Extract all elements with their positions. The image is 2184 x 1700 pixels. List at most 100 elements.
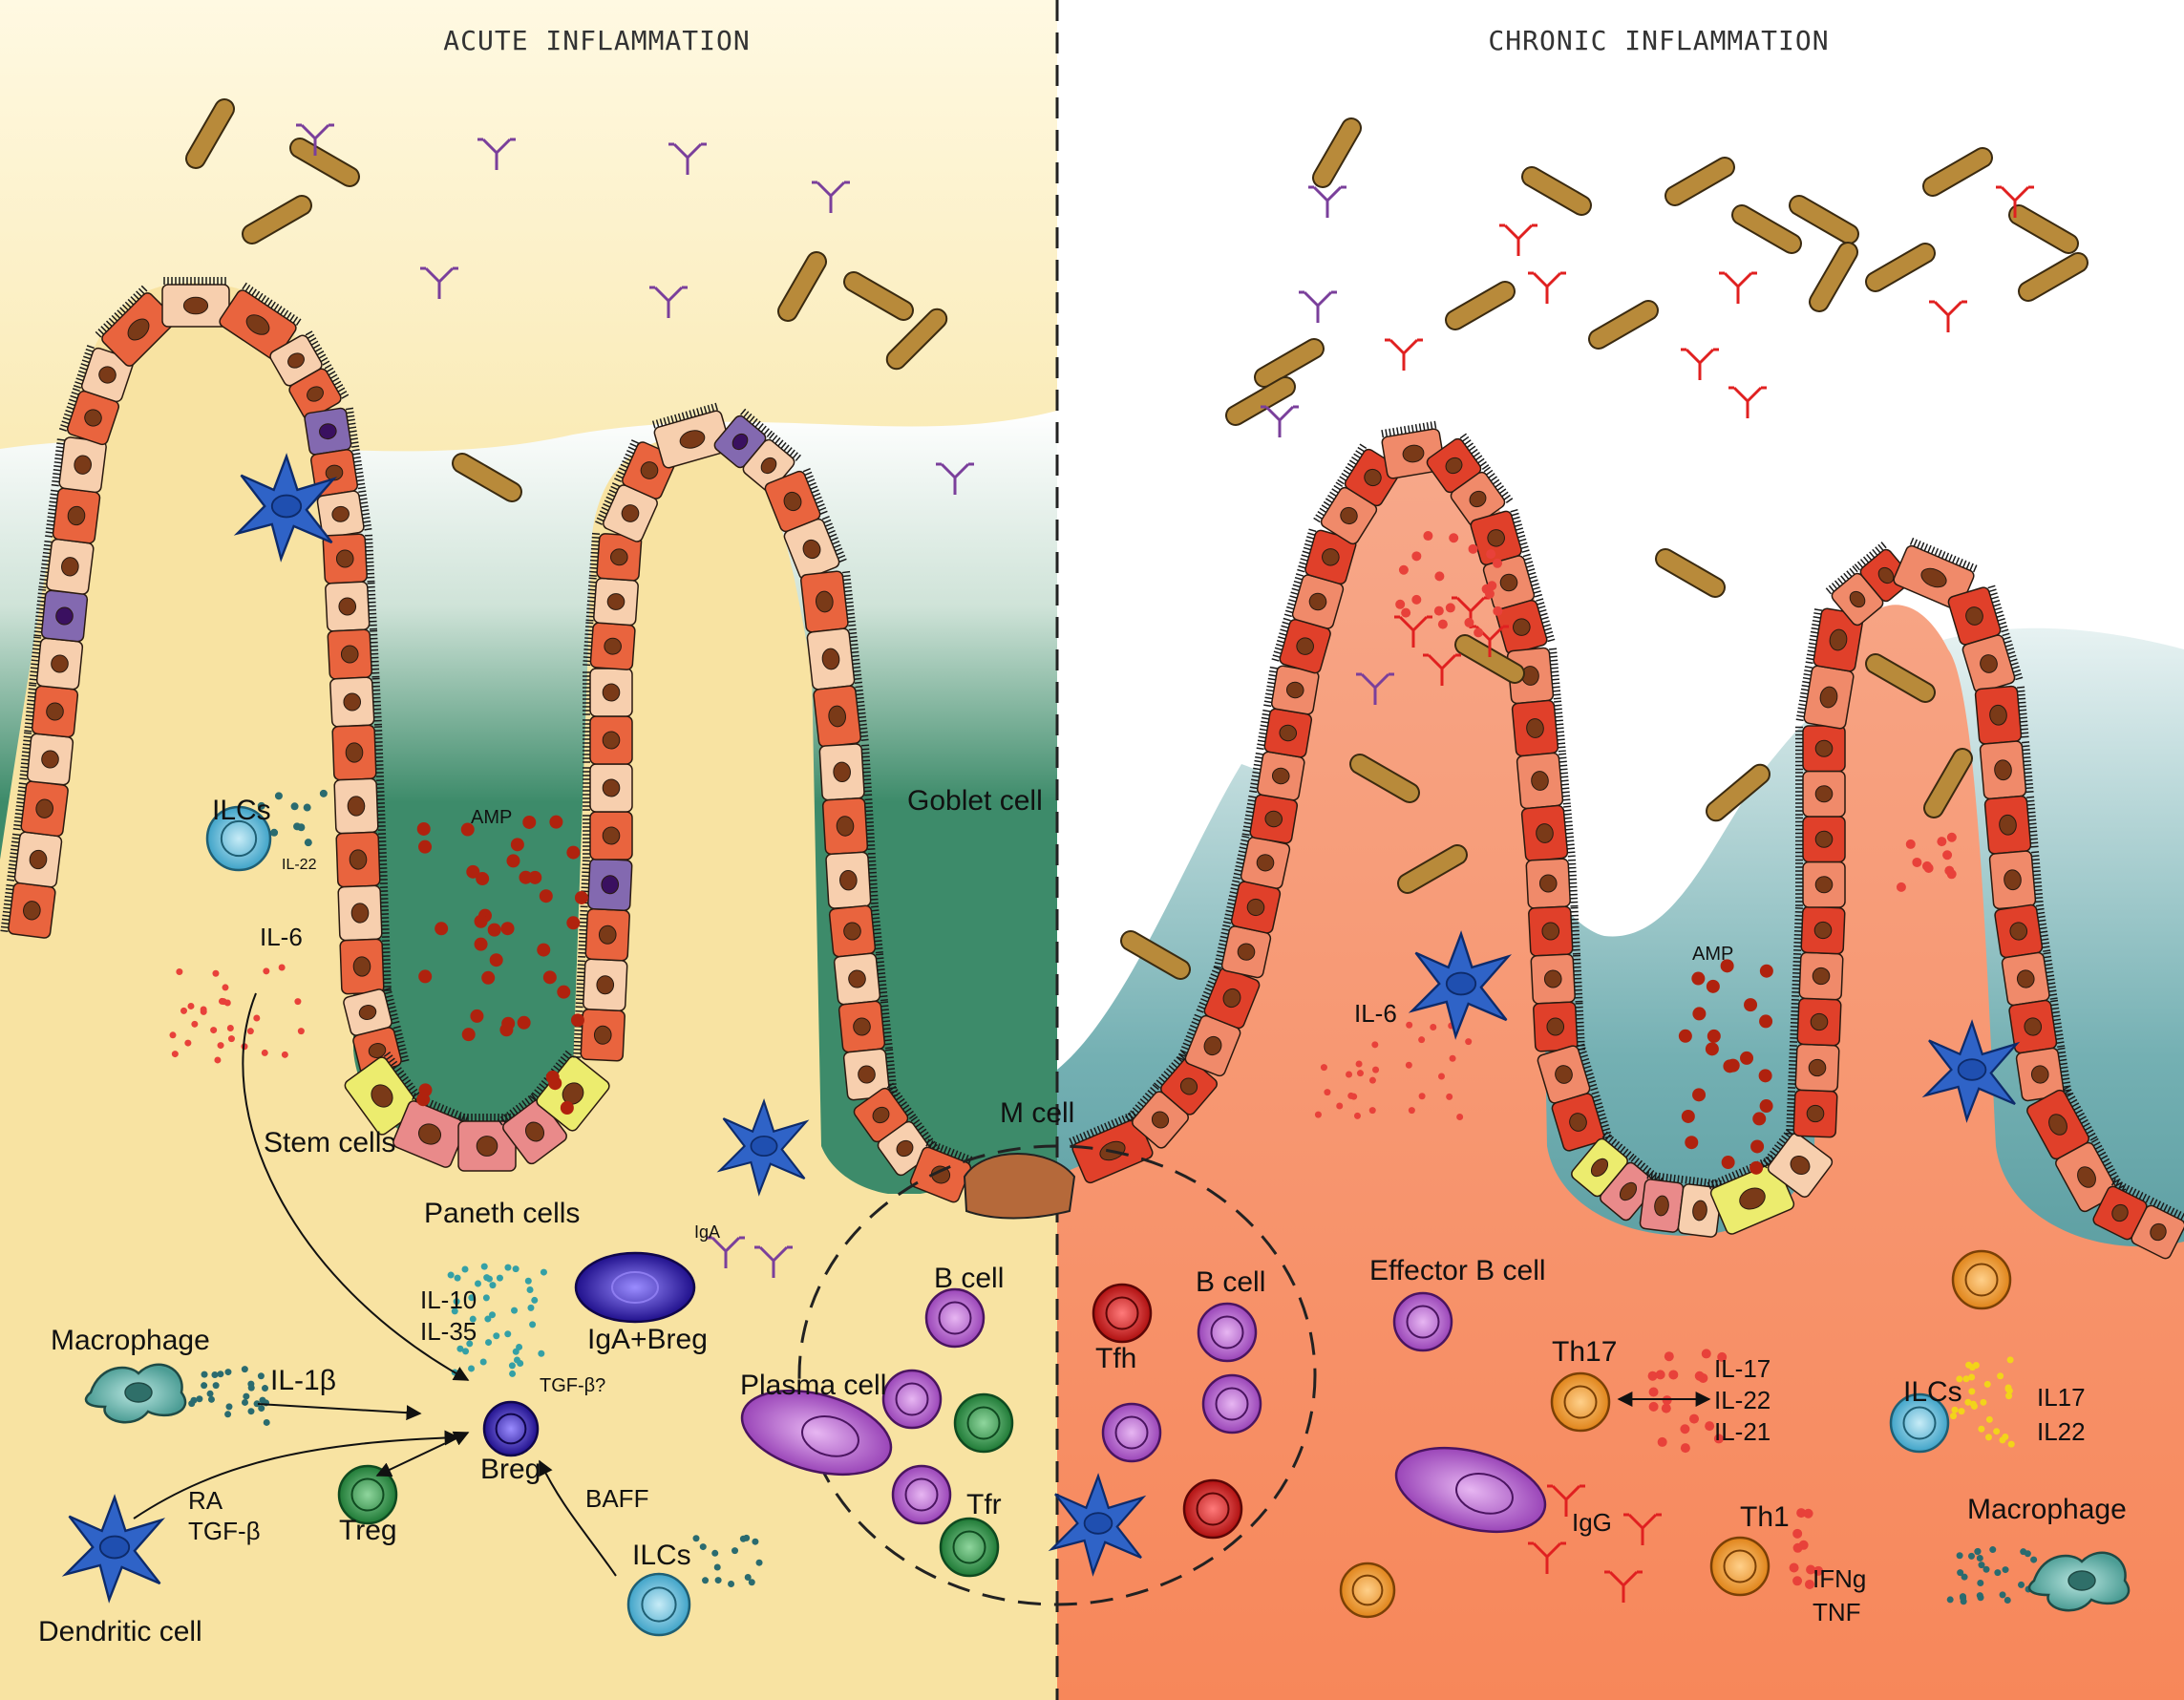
amp-granule [461, 1028, 476, 1042]
epithelial-cell [1979, 740, 2034, 800]
epithelial-cell [337, 884, 390, 942]
ilc-dot [699, 1543, 707, 1551]
arrow-il6-to-breg [242, 992, 470, 1381]
th17-cytokine-dot [1717, 1351, 1728, 1362]
label-ilcs-top-left: ILCs [212, 795, 271, 826]
epithelial-cell [813, 685, 869, 748]
amp-granule-chronic [1678, 1029, 1692, 1043]
antibody [296, 123, 334, 156]
epithelial-cell [825, 851, 879, 909]
amp-granule-chronic [1721, 1156, 1735, 1170]
chronic-lamina-region [1057, 447, 2184, 1700]
epithelial-cell [1795, 665, 1855, 730]
il6-dot-chronic [1324, 1089, 1331, 1096]
dendritic-cell [1921, 1019, 2021, 1123]
amp-granule [418, 969, 433, 984]
epithelial-cell [2092, 1178, 2151, 1241]
ilc-cytokine-dot [2007, 1440, 2015, 1448]
il10-dot [531, 1296, 539, 1304]
amp-granule [489, 953, 503, 967]
label-macrophage-right: Macrophage [1967, 1494, 2127, 1525]
epithelial-cell [343, 987, 400, 1036]
il6-dot-chronic [1418, 1036, 1426, 1044]
il6-dot [297, 1028, 305, 1035]
macrophage-dot [1989, 1546, 1997, 1554]
acute-lamina-region [0, 283, 1057, 1700]
il22-dot [303, 803, 311, 812]
label-iga: IgA [694, 1222, 720, 1242]
epithelial-cell [575, 958, 628, 1012]
il1b-dot [262, 1385, 269, 1392]
ilc-cytokine-dot [1983, 1380, 1991, 1388]
th1-cytokine-dot [1789, 1562, 1799, 1573]
il6-dot-chronic [1368, 1107, 1376, 1115]
il1b-dot [207, 1395, 215, 1403]
il-dot-chronic [1445, 603, 1455, 613]
lymphoid-follicle-outline [797, 1144, 1317, 1606]
chronic-panel-title: CHRONIC INFLAMMATION [1488, 25, 1829, 56]
epithelial-cell [2015, 1047, 2072, 1102]
plasma-cell [740, 1389, 893, 1477]
th17-cytokine-dot [1713, 1434, 1724, 1444]
amp-granule-chronic [1759, 1099, 1773, 1114]
bacterium [1789, 195, 1859, 244]
il6-dot-chronic [1336, 1102, 1344, 1110]
bacterium [1445, 281, 1516, 330]
label-il22-left: IL-22 [282, 857, 317, 873]
il10-dot [489, 1282, 497, 1289]
il10-dot [511, 1307, 519, 1314]
il10-dot [479, 1358, 487, 1366]
il-dot-chronic [1395, 599, 1406, 609]
epithelial-cell [806, 627, 862, 691]
interaction-arrows [133, 992, 1711, 1577]
bacterium [1923, 748, 1973, 818]
immune-cells-layer [61, 453, 2131, 1637]
epithelial-cell [583, 763, 633, 813]
dendritic-cell [1048, 1473, 1147, 1577]
il6-dot-chronic [1314, 1111, 1322, 1118]
il1b-dot [206, 1390, 214, 1397]
amp-granule [435, 922, 449, 936]
il1b-dot [212, 1382, 220, 1390]
il1b-dot [243, 1392, 250, 1400]
ilc-cytokine-dot [1980, 1398, 1987, 1406]
label-stem-cells: Stem cells [264, 1127, 395, 1158]
epithelial-cell [322, 533, 375, 584]
label-ra: RA [188, 1486, 223, 1515]
ilc-dot [692, 1535, 700, 1542]
macrophage-dot [2018, 1581, 2025, 1588]
th17-cytokine-dot [1668, 1370, 1679, 1380]
il22-dot [270, 828, 279, 837]
il-dot-chronic [1433, 606, 1444, 616]
epithelial-cell [1232, 835, 1291, 889]
label-tfh: Tfh [1095, 1343, 1136, 1374]
il-dot-chronic [1944, 865, 1955, 876]
th1-cytokine-dot [1792, 1528, 1803, 1539]
dendritic-cell [716, 1098, 810, 1197]
il6-dot-chronic [1446, 1093, 1453, 1100]
amp-granule-chronic [1720, 959, 1734, 973]
effector-b-cell [1392, 1291, 1453, 1352]
label-macrophage-left: Macrophage [51, 1325, 210, 1356]
amp-granule [519, 870, 533, 884]
il6-dot [184, 1039, 192, 1047]
bacteria-layer [185, 98, 2089, 980]
igabreg-cell [574, 1251, 696, 1324]
il10-dot [462, 1348, 470, 1355]
antibody [1308, 185, 1346, 218]
amp-granule-chronic [1681, 1109, 1695, 1123]
th17-cytokine-dot [1701, 1349, 1711, 1359]
labels: ILCs IL-22 AMP Goblet cell IL-6 Stem cel… [38, 785, 2127, 1647]
il10-dot [493, 1332, 500, 1340]
antibody-layer [296, 123, 2034, 1603]
antibody [649, 286, 688, 318]
label-m-cell: M cell [1000, 1097, 1074, 1129]
epithelial-cell [331, 724, 384, 781]
ilc-cytokine-dot [1984, 1434, 1992, 1441]
amp-granule-chronic [1692, 1088, 1707, 1102]
ilc-cytokine-dot [1985, 1415, 1993, 1423]
antibody [1385, 338, 1423, 371]
label-dendritic-cell: Dendritic cell [38, 1616, 202, 1647]
il6-dot-chronic [1408, 1107, 1415, 1115]
ilc-cytokine-dot [1972, 1361, 1980, 1369]
